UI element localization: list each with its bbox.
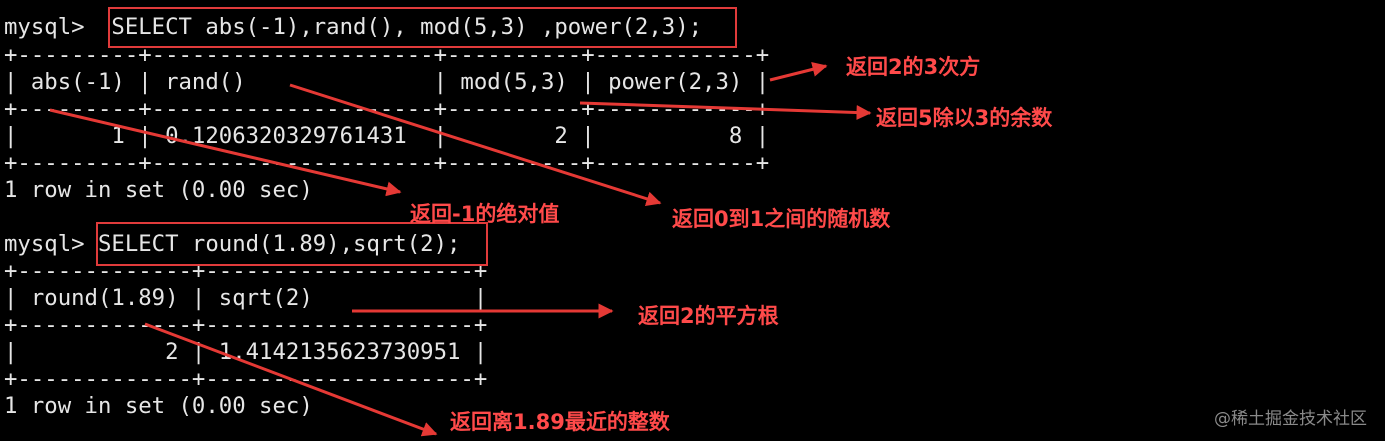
- result-status: 1 row in set (0.00 sec): [4, 177, 313, 203]
- table-row: | 2 | 1.4142135623730951 |: [4, 339, 488, 365]
- table-row: | 1 | 0.1206320329761431 | 2 | 8 |: [4, 123, 770, 149]
- arrow-round: [144, 322, 438, 437]
- table-border: +-------------+--------------------+: [4, 312, 488, 338]
- annotation-mod: 返回5除以3的余数: [876, 106, 1053, 130]
- annotation-round: 返回离1.89最近的整数: [450, 410, 670, 434]
- table-border: +---------+---------------------+-------…: [4, 96, 770, 122]
- prompt-line-2: mysql> SELECT round(1.89),sqrt(2);: [4, 231, 461, 257]
- result-status: 1 row in set (0.00 sec): [4, 393, 313, 419]
- arrow-power: [769, 61, 828, 82]
- prompt-line-1: mysql> SELECT abs(-1),rand(), mod(5,3) ,…: [4, 14, 703, 40]
- annotation-rand: 返回0到1之间的随机数: [672, 207, 891, 231]
- arrow-mod: [579, 101, 872, 121]
- annotation-power: 返回2的3次方: [846, 55, 981, 79]
- table-header-row: | abs(-1) | rand() | mod(5,3) | power(2,…: [4, 69, 770, 95]
- command-highlight-box-2: [96, 222, 488, 266]
- arrow-abs: [49, 108, 402, 197]
- table-border: +---------+---------------------+-------…: [4, 150, 770, 176]
- table-border: +-------------+--------------------+: [4, 366, 488, 392]
- command-highlight-box-1: [108, 7, 737, 48]
- annotation-abs: 返回-1的绝对值: [410, 202, 560, 226]
- arrow-rand: [289, 83, 662, 207]
- table-header-row: | round(1.89) | sqrt(2) |: [4, 285, 488, 311]
- annotation-sqrt: 返回2的平方根: [638, 304, 779, 328]
- watermark: @稀土掘金技术社区: [1214, 409, 1367, 429]
- table-border: +-------------+--------------------+: [4, 258, 488, 284]
